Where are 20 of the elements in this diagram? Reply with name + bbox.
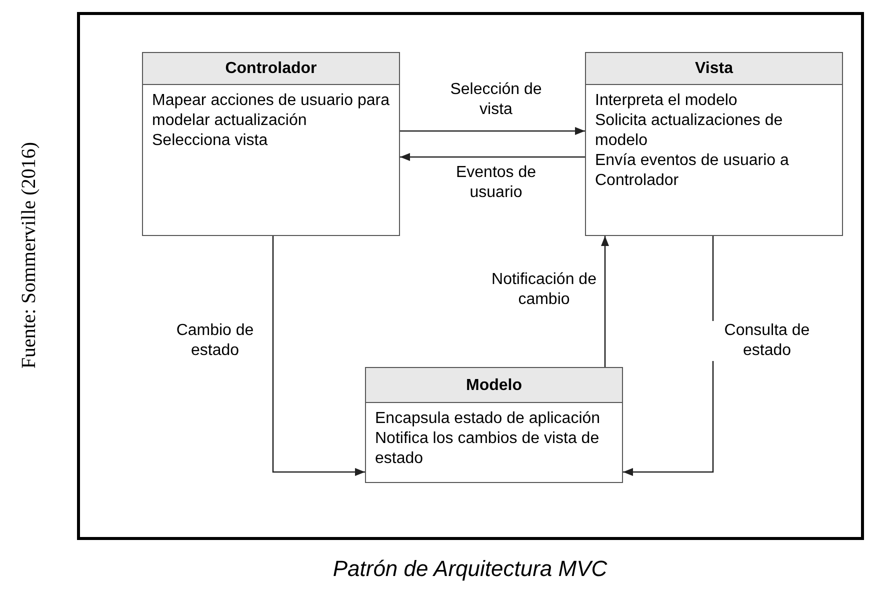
box-text: Mapear acciones de usuario para modelar actualización — [152, 91, 390, 131]
arrow — [400, 153, 585, 161]
arrow — [601, 236, 609, 367]
box-text: Interpreta el modelo — [595, 91, 738, 111]
arrow — [400, 127, 585, 135]
arrow — [623, 236, 714, 476]
component-box — [585, 52, 843, 236]
box-heading: Modelo — [366, 368, 622, 403]
box-text: Solicita actualizaciones de modelo — [595, 111, 784, 151]
box-text: Envía eventos de usuario a Controlador — [595, 151, 790, 191]
arrow — [272, 236, 365, 476]
box-text: Notifica los cambios de vista de estado — [375, 429, 600, 469]
component-box — [142, 52, 400, 236]
component-box — [365, 367, 623, 483]
box-heading: Vista — [586, 53, 842, 85]
caption: Patrón de Arquitectura MVC — [332, 556, 608, 582]
source-note: Fuente: Sommerville (2016) — [18, 142, 41, 369]
box-heading: Controlador — [143, 53, 399, 85]
box-text: Encapsula estado de aplicación — [375, 409, 600, 429]
box-text: Selecciona vista — [152, 131, 268, 151]
